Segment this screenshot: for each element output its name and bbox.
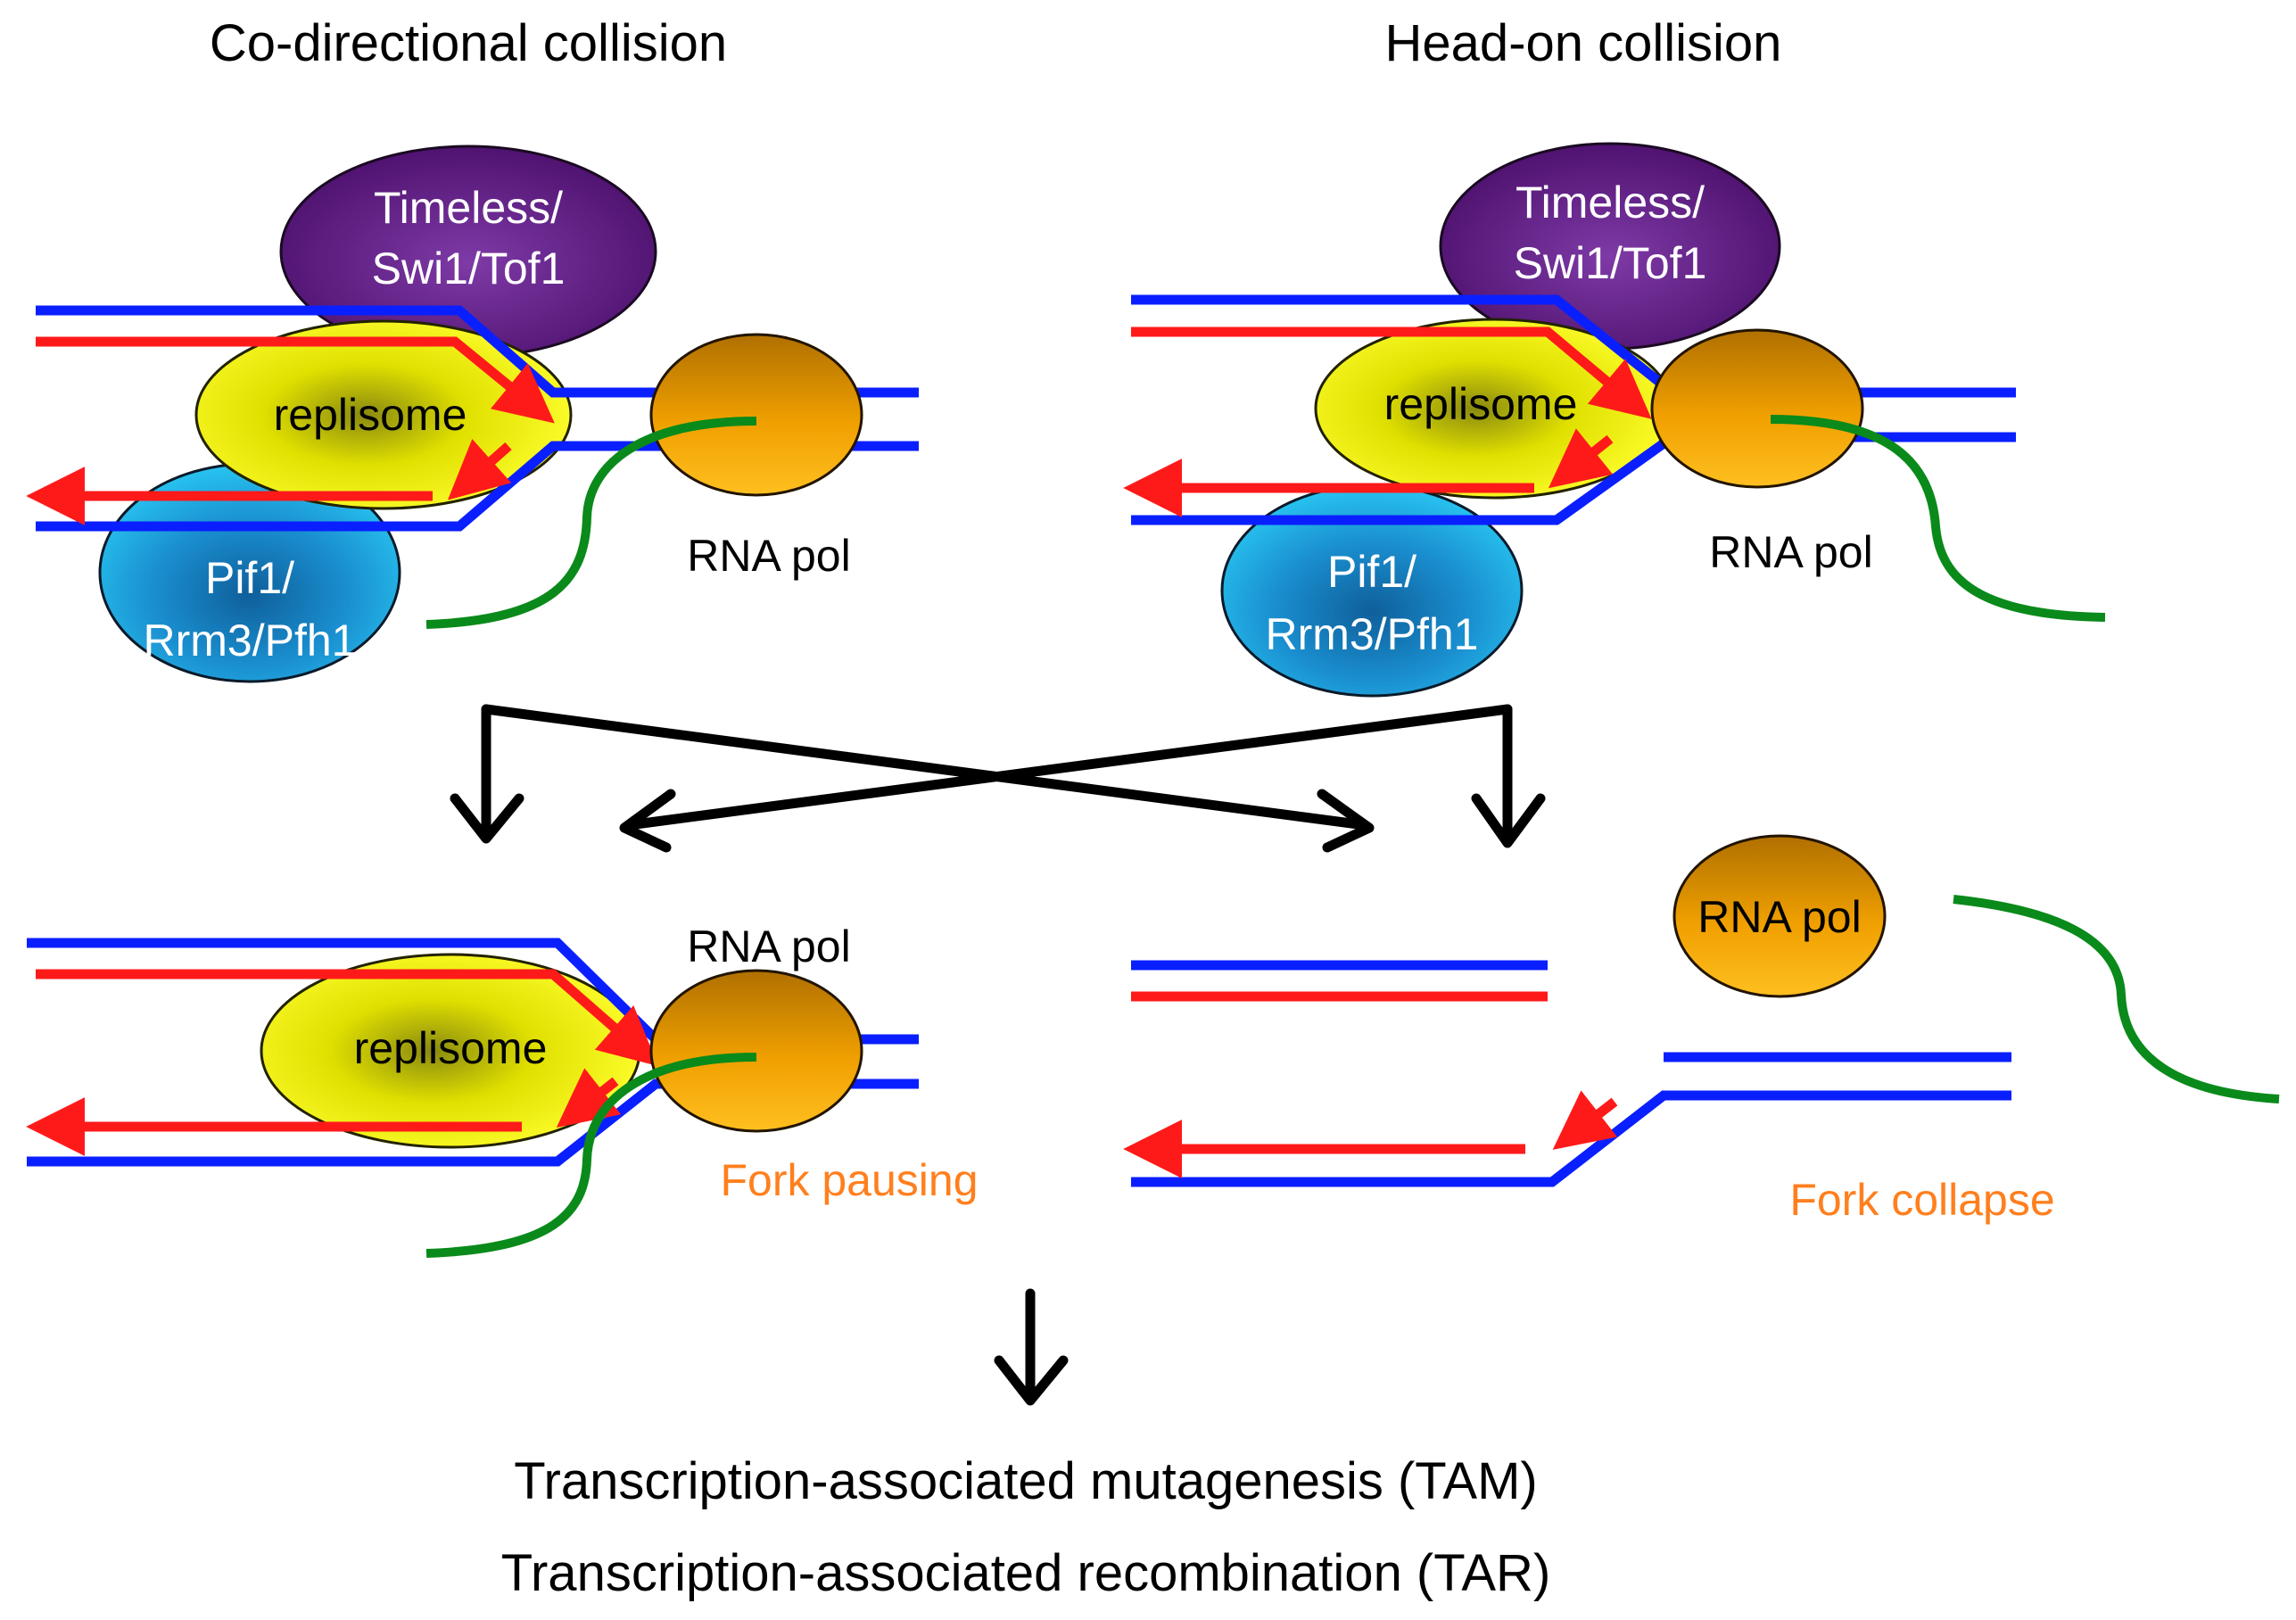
- lagging-okazaki-arrow: [447, 438, 512, 500]
- arrow-cross-to-right: [481, 704, 1370, 831]
- timeless-label-line1: Timeless/: [1516, 178, 1705, 227]
- rna-polymerase: [649, 969, 863, 1133]
- nascent-rna: [425, 417, 757, 629]
- nascent-rna: [1770, 415, 2106, 622]
- replisome-label: replisome: [354, 1023, 548, 1073]
- pif1-label-line1: Pif1/: [205, 553, 294, 603]
- lagging-okazaki-arrow: [1548, 428, 1614, 489]
- leading-strand-arrow: [36, 969, 659, 1067]
- lagging-okazaki-arrow: [1552, 1090, 1618, 1150]
- pif1-label-line1: Pif1/: [1327, 547, 1416, 597]
- panel-fork-pausing: replisome RNA pol Fork pausing: [26, 922, 979, 1258]
- panel-co-directional: Timeless/ Swi1/Tof1 Pif1/ Rrm3/Pfh1 repl…: [26, 145, 919, 683]
- parental-strand-bottom: [1131, 1090, 2011, 1187]
- rna-pol-label: RNA pol: [1709, 527, 1872, 577]
- arrow-cross-to-left-head: [619, 789, 676, 853]
- arrow-down-right-head: [1471, 793, 1546, 848]
- rna-polymerase: [649, 333, 863, 497]
- pif1-label-line2: Rrm3/Pfh1: [144, 616, 357, 665]
- timeless-label-line2: Swi1/Tof1: [1514, 238, 1707, 288]
- outcome-arrow: [994, 1288, 1069, 1406]
- fork-collapse-label: Fork collapse: [1789, 1175, 2054, 1225]
- arrow-down-left-head: [450, 793, 524, 844]
- released-rna: [1953, 895, 2280, 1103]
- leading-strand-arrow: [36, 336, 555, 424]
- replisome-label: replisome: [274, 390, 467, 440]
- timeless-label-line2: Swi1/Tof1: [372, 244, 566, 293]
- rna-polymerase: [1650, 328, 1864, 489]
- arrow-cross-to-right-head: [1317, 789, 1375, 853]
- released-rna-polymerase: [1672, 834, 1887, 998]
- timeless-label-line1: Timeless/: [374, 183, 563, 233]
- lagging-okazaki-arrow: [556, 1068, 622, 1128]
- outcome-tam: Transcription-associated mutagenesis (TA…: [514, 1452, 1538, 1510]
- rna-pol-label: RNA pol: [687, 531, 850, 581]
- outcome-tar: Transcription-associated recombination (…: [501, 1544, 1551, 1602]
- pif1-label-line2: Rrm3/Pfh1: [1266, 609, 1479, 659]
- replisome-label: replisome: [1384, 379, 1578, 429]
- panel-fork-collapse: RNA pol Fork collapse: [1123, 834, 2280, 1225]
- arrow-cross-to-left: [624, 704, 1513, 831]
- transition-arrows: [450, 704, 1546, 853]
- arrow-down-outcome-head: [994, 1355, 1069, 1406]
- nascent-rna: [425, 1053, 757, 1258]
- rna-pol-label: RNA pol: [1697, 892, 1861, 942]
- leading-strand-arrow: [1131, 326, 1652, 419]
- fork-pausing-label: Fork pausing: [720, 1155, 978, 1205]
- rna-pol-label: RNA pol: [687, 922, 850, 971]
- panel-head-on: Timeless/ Swi1/Tof1 Pif1/ Rrm3/Pfh1 repl…: [1123, 142, 2106, 698]
- title-co-directional: Co-directional collision: [210, 14, 727, 72]
- title-head-on: Head-on collision: [1385, 14, 1782, 72]
